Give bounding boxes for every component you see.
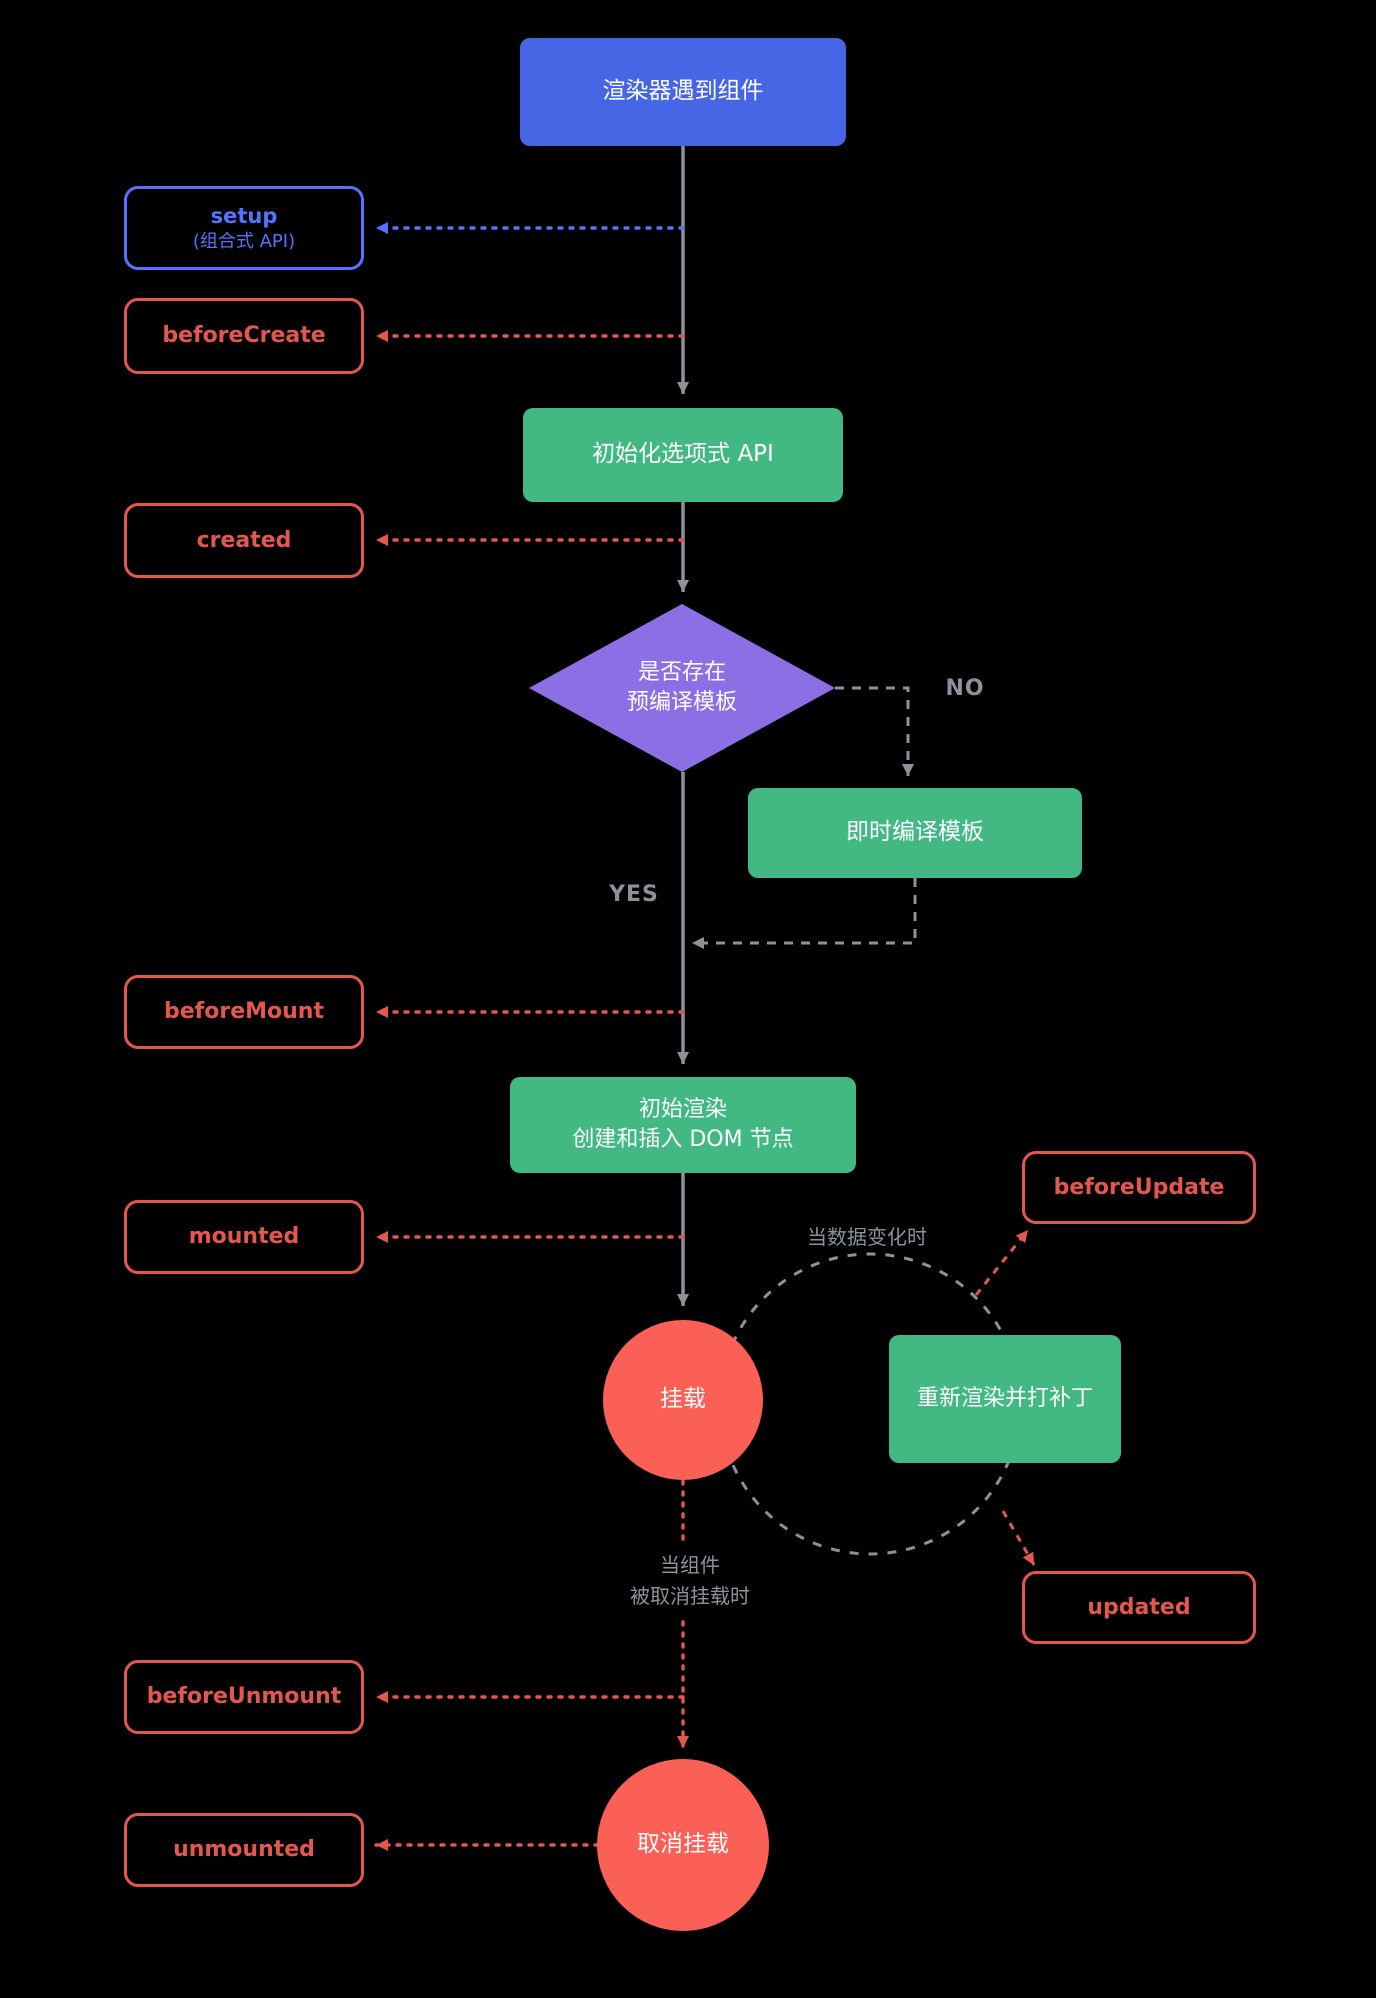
hook-label: updated [1087, 1594, 1191, 1620]
node-renderer-encounters-component: 渲染器遇到组件 [520, 38, 846, 146]
state-mounted-circle: 挂载 [603, 1320, 763, 1480]
edge-label-line1: 当组件 [660, 1553, 720, 1577]
edge-to-updated [1001, 1510, 1036, 1566]
node-init-options-api: 初始化选项式 API [523, 408, 843, 502]
hook-label: setup [210, 203, 278, 228]
node-initial-render: 初始渲染 创建和插入 DOM 节点 [510, 1077, 856, 1173]
edge-label-when-unmounted: 当组件 被取消挂载时 [590, 1550, 790, 1612]
edge-no-branch [835, 686, 914, 776]
hook-setup: setup (组合式 API) [124, 186, 364, 270]
edge-compile-return [692, 878, 917, 949]
hook-sublabel: (组合式 API) [192, 231, 296, 253]
hook-unmounted: unmounted [124, 1813, 364, 1887]
hook-before-create: beforeCreate [124, 298, 364, 374]
hook-before-update: beforeUpdate [1022, 1151, 1256, 1224]
node-rerender-patch: 重新渲染并打补丁 [889, 1335, 1121, 1463]
hook-label: beforeMount [164, 999, 324, 1025]
hook-before-unmount: beforeUnmount [124, 1660, 364, 1734]
node-label: 初始化选项式 API [592, 441, 774, 468]
edge-label-no: NO [945, 676, 985, 701]
node-label: 渲染器遇到组件 [602, 78, 764, 105]
edge-label-yes: YES [609, 882, 659, 907]
edge-label-line2: 被取消挂载时 [630, 1584, 750, 1608]
node-label: 重新渲染并打补丁 [916, 1386, 1093, 1412]
edge-label-when-data-changes: 当数据变化时 [807, 1225, 927, 1249]
hook-before-mount: beforeMount [124, 975, 364, 1049]
edge-to-before-update [974, 1229, 1030, 1296]
node-label: 即时编译模板 [846, 819, 984, 846]
hook-label: beforeUpdate [1053, 1174, 1225, 1200]
state-unmounted-circle: 取消挂载 [597, 1759, 769, 1931]
node-line2: 创建和插入 DOM 节点 [572, 1127, 794, 1152]
state-label: 挂载 [660, 1386, 706, 1413]
hook-label: beforeUnmount [146, 1684, 342, 1710]
hook-label: unmounted [173, 1837, 315, 1863]
hook-label: beforeCreate [162, 323, 326, 349]
hook-label: mounted [188, 1224, 300, 1250]
hook-updated: updated [1022, 1571, 1256, 1644]
node-line1: 初始渲染 [638, 1097, 727, 1123]
hook-created: created [124, 503, 364, 578]
state-label: 取消挂载 [637, 1831, 729, 1858]
hook-label: created [196, 527, 292, 553]
hook-mounted: mounted [124, 1200, 364, 1274]
decision-line1: 是否存在 [637, 660, 726, 686]
decision-line2: 预编译模板 [626, 690, 737, 715]
node-compile-template: 即时编译模板 [748, 788, 1082, 878]
